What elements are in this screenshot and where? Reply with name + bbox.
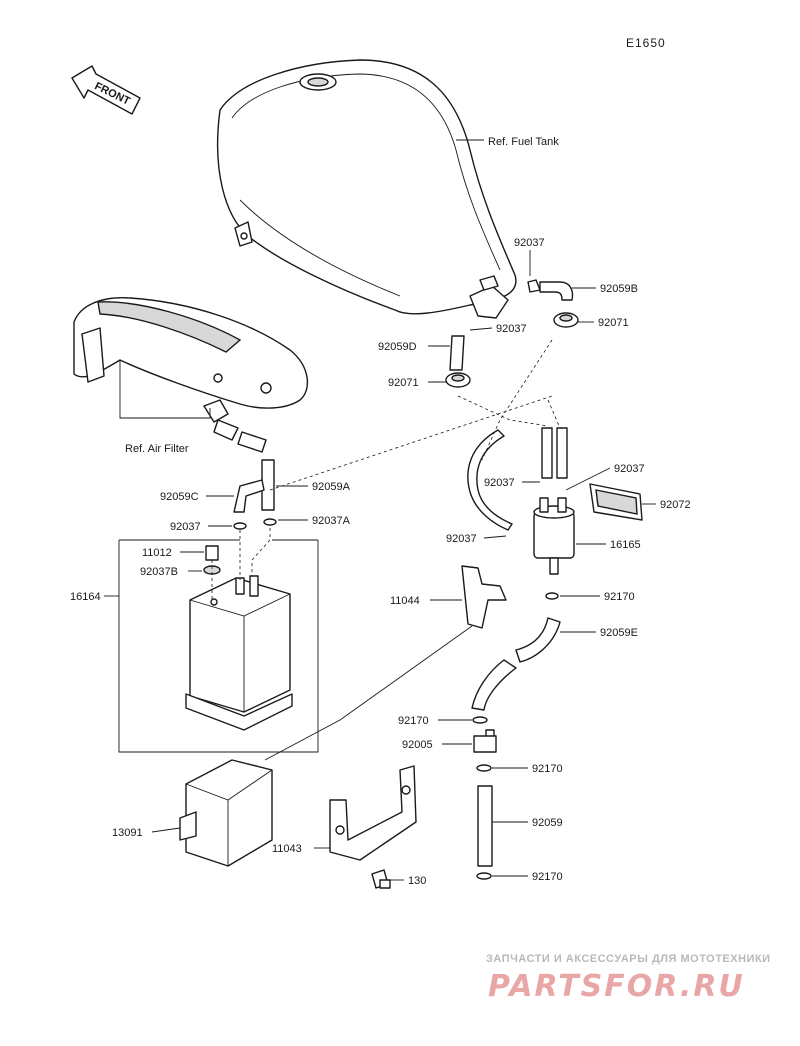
label-92059B: 92059B — [600, 283, 638, 295]
clip-92037-e — [233, 522, 247, 530]
clip-92170-c — [476, 764, 492, 772]
hose-92059C — [233, 479, 265, 513]
label-130: 130 — [408, 875, 426, 887]
grommet-92071-left — [445, 372, 471, 388]
label-11044: 11044 — [390, 595, 420, 607]
label-16165: 16165 — [610, 539, 641, 551]
grommet-92071-top — [553, 312, 579, 328]
joint-92005 — [473, 729, 497, 753]
label-92072: 92072 — [660, 499, 691, 511]
label-92071-b: 92071 — [388, 377, 419, 389]
bolt-130 — [371, 869, 391, 889]
label-92170-c: 92170 — [532, 763, 563, 775]
hose-92059E — [515, 617, 561, 663]
fuel-tank — [216, 59, 541, 319]
hose-piece-b — [556, 427, 568, 479]
bracket-11043 — [329, 765, 417, 861]
hose-piece-a — [541, 427, 553, 479]
ref-air-filter-label: Ref. Air Filter — [125, 443, 189, 455]
air-filter — [73, 297, 309, 453]
label-92037-f: 92037 — [446, 533, 477, 545]
label-92037-e: 92037 — [170, 521, 201, 533]
label-92037-c: 92037 — [484, 477, 515, 489]
front-arrow-icon: FRONT — [71, 65, 141, 115]
label-92059D: 92059D — [378, 341, 417, 353]
label-13091: 13091 — [112, 827, 143, 839]
ref-fuel-tank-label: Ref. Fuel Tank — [488, 136, 559, 148]
diagram-code: E1650 — [626, 36, 666, 50]
hose-to-filter — [467, 429, 513, 531]
label-92005: 92005 — [402, 739, 433, 751]
label-92037-d: 92037 — [614, 463, 645, 475]
clip-92170-a — [545, 592, 559, 600]
hose-92059A — [261, 459, 275, 511]
bracket-11044 — [461, 565, 507, 629]
label-92059C: 92059C — [160, 491, 199, 503]
label-92071-a: 92071 — [598, 317, 629, 329]
hose-92059 — [477, 785, 493, 867]
clamp-92072 — [589, 483, 643, 521]
hose-92059E-lower — [471, 659, 517, 711]
watermark-tagline: ЗАПЧАСТИ И АКСЕССУАРЫ ДЛЯ МОТОТЕХНИКИ — [486, 953, 771, 965]
fuel-filter — [533, 497, 575, 575]
cap-11012 — [205, 545, 219, 561]
label-92170-a: 92170 — [604, 591, 635, 603]
label-11012: 11012 — [142, 547, 172, 559]
label-92059A: 92059A — [312, 481, 351, 493]
clip-92037A — [263, 518, 277, 526]
label-92170-b: 92170 — [398, 715, 429, 727]
holder-13091 — [179, 759, 273, 867]
label-92059: 92059 — [532, 817, 563, 829]
label-16164: 16164 — [70, 591, 101, 603]
label-92170-d: 92170 — [532, 871, 563, 883]
hose-92059B — [539, 281, 574, 301]
hose-92059D — [449, 335, 465, 371]
label-92037B: 92037B — [140, 566, 178, 578]
label-92059E: 92059E — [600, 627, 638, 639]
clip-92170-b — [472, 716, 488, 724]
watermark-logo: PARTSFOR.RU — [488, 969, 745, 1004]
label-92037A: 92037A — [312, 515, 351, 527]
label-92037-b: 92037 — [496, 323, 527, 335]
label-92037-a: 92037 — [514, 237, 545, 249]
clip-92170-d — [476, 872, 492, 880]
canister-16164 — [185, 575, 293, 731]
label-11043: 11043 — [272, 843, 302, 855]
